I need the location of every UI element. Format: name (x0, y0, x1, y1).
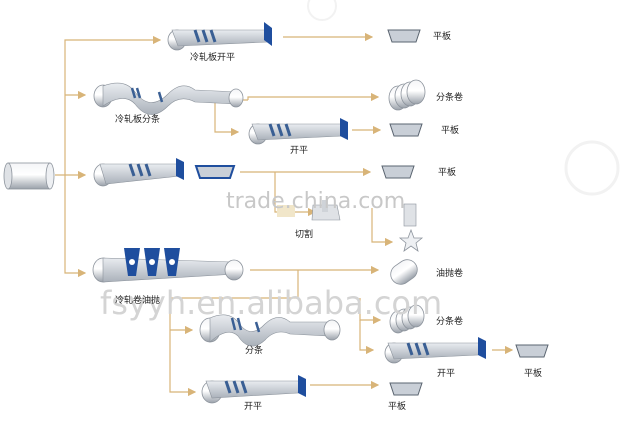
label-leveling-2: 开平 (437, 369, 456, 379)
sheet-product-2 (389, 123, 423, 137)
oiling-line (92, 248, 244, 283)
slit-coil-product-2 (389, 304, 425, 334)
label-sheet-2: 平板 (441, 126, 460, 136)
label-sheet-1: 平板 (433, 32, 452, 42)
leveling-line-4 (384, 337, 486, 364)
label-slitting-coil-2: 分条卷 (436, 317, 464, 327)
label-slitting-coil-1: 分条卷 (436, 93, 464, 103)
slitting-line-2 (199, 314, 341, 347)
cut-pieces (398, 203, 424, 252)
leveling-line-2 (248, 118, 348, 145)
label-oiled-coil: 油抛卷 (436, 269, 464, 279)
background-logo-right (564, 140, 620, 196)
leveling-line-5 (201, 375, 306, 404)
label-cold-rolled-leveling: 冷轧板开平 (190, 53, 236, 63)
label-slitting: 分条 (245, 346, 264, 356)
leveling-line-3 (93, 158, 236, 187)
label-cold-coil-oiling: 冷轧卷油抛 (115, 296, 161, 306)
label-leveling-1: 开平 (290, 146, 309, 156)
label-sheet-3: 平板 (438, 168, 457, 178)
flow-arrows (55, 32, 514, 397)
sheet-product-5 (389, 382, 423, 396)
input-coil (3, 162, 55, 190)
background-logo-top (307, 0, 337, 21)
cutting-machine (277, 200, 341, 221)
label-leveling-3: 开平 (244, 402, 263, 412)
slitting-line-1 (93, 82, 244, 115)
label-sheet-5: 平板 (388, 402, 407, 412)
slit-coil-product-1 (388, 79, 426, 111)
label-cutting: 切割 (295, 230, 314, 240)
sheet-product-3 (381, 165, 415, 179)
label-cold-rolled-slitting: 冷轧板分条 (115, 115, 161, 125)
oiled-coil-product (390, 259, 418, 285)
label-sheet-4: 平板 (524, 369, 543, 379)
sheet-product-4 (515, 344, 549, 358)
sheet-product-1 (387, 29, 421, 43)
leveling-line-1 (167, 22, 272, 51)
